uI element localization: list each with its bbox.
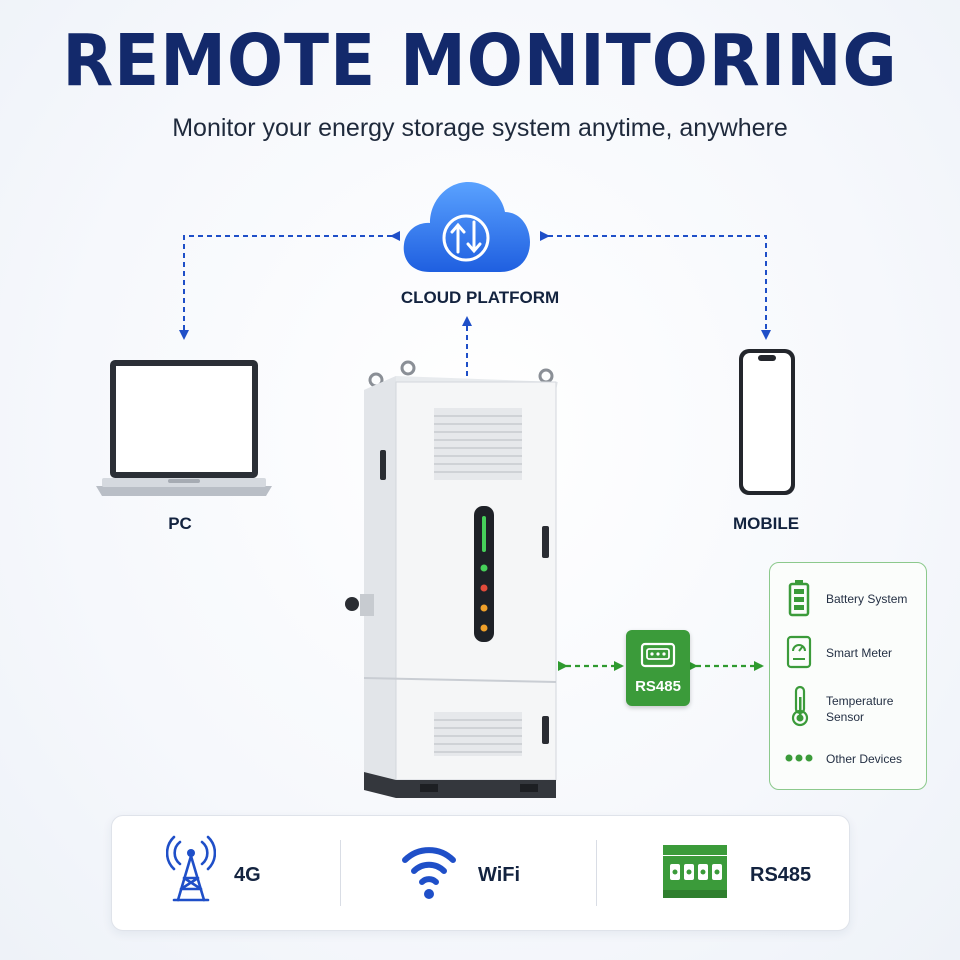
- cell-tower-icon: [166, 835, 216, 902]
- laptop-icon: [96, 360, 272, 496]
- device-label: Temperature Sensor: [826, 694, 894, 724]
- connectivity-panel: 4G WiFi: [111, 815, 850, 931]
- battery-icon: [788, 580, 810, 617]
- connectivity-item-4g: 4G: [166, 834, 346, 914]
- pc-label: PC: [168, 514, 192, 533]
- rs485-terminal-icon: [663, 845, 727, 898]
- connectivity-item-rs485: RS485: [662, 840, 842, 910]
- connectivity-label: RS485: [750, 864, 812, 886]
- cloud-platform-label: CLOUD PLATFORM: [400, 288, 560, 307]
- wifi-icon: [402, 847, 456, 899]
- device-item-temperature-sensor: Temperature Sensor: [784, 685, 924, 735]
- divider: [596, 840, 597, 906]
- meter-icon: [786, 635, 812, 669]
- dots-icon: [785, 754, 813, 762]
- arrow-cloud-to-pc: [179, 231, 400, 340]
- device-item-smart-meter: Smart Meter: [784, 633, 924, 677]
- rs485-gateway: RS485: [626, 630, 690, 706]
- connectivity-item-wifi: WiFi: [400, 840, 580, 910]
- arrow-cloud-to-mobile: [540, 231, 771, 340]
- smartphone-icon: [739, 349, 795, 495]
- cloud-upload-download-icon: [403, 182, 530, 272]
- rs485-port-icon: [640, 642, 676, 668]
- device-label: Smart Meter: [826, 646, 893, 660]
- connectivity-label: 4G: [234, 864, 261, 886]
- devices-panel: Battery System Smart Meter Temperature S…: [769, 562, 927, 790]
- page-title: REMOTE MONITORING: [62, 18, 898, 103]
- energy-storage-cabinet: [345, 360, 558, 798]
- device-label: Other Devices: [826, 752, 903, 766]
- mobile-label: MOBILE: [732, 514, 800, 533]
- device-item-other-devices: Other Devices: [784, 745, 924, 775]
- connectivity-label: WiFi: [478, 864, 521, 886]
- page-subtitle: Monitor your energy storage system anyti…: [172, 114, 788, 142]
- device-label: Battery System: [826, 592, 908, 606]
- thermometer-icon: [791, 685, 809, 727]
- divider: [340, 840, 341, 906]
- rs485-gateway-label: RS485: [635, 678, 681, 695]
- device-item-battery: Battery System: [784, 579, 924, 623]
